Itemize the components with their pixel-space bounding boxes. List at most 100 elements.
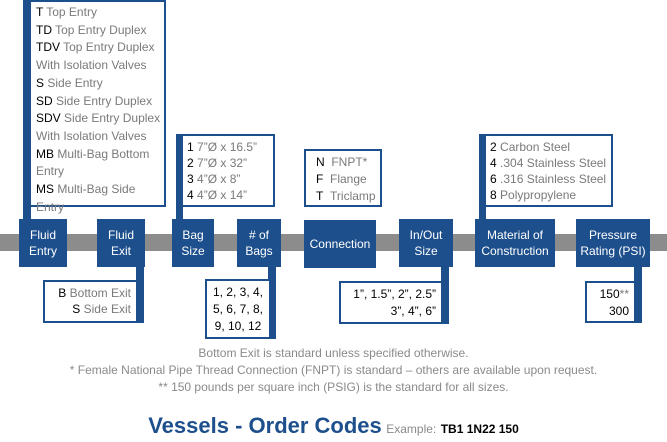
option-row: 300 <box>592 303 629 320</box>
material-stem <box>479 134 486 222</box>
num-bags-stem <box>268 265 276 339</box>
fluid-entry-stem <box>23 0 31 220</box>
category-pressure-label: Pressure Rating (PSI) <box>580 228 646 258</box>
option-description: Carbon Steel <box>500 140 571 154</box>
option-row: MB Multi-Bag Bottom <box>36 146 159 164</box>
inout-size-stem <box>441 265 449 324</box>
option-code: F <box>316 172 324 186</box>
option-row: 2 7”Ø x 32” <box>187 155 268 171</box>
pressure-options: 150** 300 <box>585 281 636 323</box>
option-code: N <box>316 155 325 169</box>
bag-size-options: 1 7”Ø x 16.5”2 7”Ø x 32”3 4”Ø x 8”4 4”Ø … <box>180 134 275 207</box>
option-description: Side Entry Duplex <box>56 93 153 108</box>
option-code: MB <box>36 146 54 161</box>
option-code: 6 <box>490 172 497 186</box>
option-description: Top Entry <box>46 5 97 19</box>
option-row: TDV Top Entry Duplex <box>36 39 159 57</box>
option-code: TDV <box>36 40 60 55</box>
option-row: T Top Entry <box>36 4 159 22</box>
option-row: With Isolation Valves <box>36 57 159 75</box>
pressure-list: 150** 300 <box>592 286 629 320</box>
option-code: SD <box>36 93 53 108</box>
option-row: 3”, 4”, 6” <box>390 304 436 318</box>
footnote-fnpt: * Female National Pipe Thread Connection… <box>69 363 598 377</box>
inout-size-list: 1”, 1.5”, 2”, 2.5” 3”, 4”, 6” <box>346 286 436 320</box>
option-code: 3 <box>187 172 194 186</box>
option-code: SDV <box>36 111 61 126</box>
bag-size-stem <box>176 134 183 222</box>
option-row: N FNPT* <box>316 154 370 171</box>
category-bag-size-label: Bag Size <box>181 228 205 258</box>
option-description: With Isolation Valves <box>36 128 147 143</box>
option-code: 4 <box>490 156 497 170</box>
option-code: S <box>72 302 81 316</box>
option-description: Bottom Exit <box>69 286 131 300</box>
pressure-stem <box>634 265 642 323</box>
option-row: SD Side Entry Duplex <box>36 93 159 111</box>
option-code: TD <box>36 22 52 37</box>
category-fluid-entry-label: Fluid Entry <box>28 228 57 258</box>
page-title: Vessels - Order Codes Example: TB1 1N22 … <box>0 413 667 439</box>
title-example-label: Example: <box>386 422 437 436</box>
option-code: B <box>58 286 67 300</box>
option-description: Side Entry <box>47 75 103 90</box>
category-inout-size: In/Out Size <box>399 219 453 267</box>
option-row: 1 7”Ø x 16.5” <box>187 139 268 155</box>
option-row: 4 .304 Stainless Steel <box>490 155 607 171</box>
option-row: T Triclamp <box>316 188 376 205</box>
option-code: S <box>36 75 45 90</box>
option-code: 8 <box>490 188 497 202</box>
category-bag-size: Bag Size <box>172 219 214 267</box>
option-code: T <box>36 5 44 19</box>
option-row: 1, 2, 3, 4, <box>212 285 264 299</box>
inout-size-options: 1”, 1.5”, 2”, 2.5” 3”, 4”, 6” <box>339 281 443 324</box>
fluid-exit-stem <box>136 265 144 323</box>
option-row: With Isolation Valves <box>36 128 159 146</box>
option-description: Polypropylene <box>500 188 577 202</box>
option-description: FNPT* <box>331 155 368 169</box>
option-description: Entry <box>36 199 65 214</box>
option-row: 2 Carbon Steel <box>490 139 605 155</box>
option-description: 4”Ø x 14” <box>197 188 248 202</box>
option-description: Entry <box>36 164 65 179</box>
option-row: 1”, 1.5”, 2”, 2.5” <box>353 287 436 301</box>
footnote-psig: ** 150 pounds per square inch (PSIG) is … <box>158 380 509 394</box>
option-row: Entry <box>36 199 159 217</box>
option-description: .304 Stainless Steel <box>500 156 607 170</box>
option-row: 4 4”Ø x 14” <box>187 187 268 203</box>
category-inout-size-label: In/Out Size <box>409 228 443 258</box>
category-connection-label: Connection <box>309 237 371 251</box>
option-row: SDV Side Entry Duplex <box>36 110 161 128</box>
category-num-bags-label: # of Bags <box>245 228 273 258</box>
option-code: 2 <box>187 156 194 170</box>
option-description: 4”Ø x 8” <box>197 172 241 186</box>
category-pressure: Pressure Rating (PSI) <box>576 219 650 267</box>
option-row: MS Multi-Bag Side <box>36 181 159 199</box>
option-description: Top Entry Duplex <box>63 40 155 55</box>
category-num-bags: # of Bags <box>237 219 281 267</box>
num-bags-options: 1, 2, 3, 4,5, 6, 7, 8,9, 10, 12 <box>205 279 271 339</box>
title-main: Vessels - Order Codes <box>148 413 382 438</box>
option-description: Triclamp <box>330 189 376 203</box>
option-description: With Isolation Valves <box>36 58 147 73</box>
option-row: 8 Polypropylene <box>490 187 605 203</box>
option-row: B Bottom Exit <box>50 285 131 301</box>
footnote-bottom-exit: Bottom Exit is standard unless specified… <box>198 346 469 360</box>
category-connection: Connection <box>304 220 376 268</box>
option-description: Side Entry Duplex <box>64 111 161 126</box>
option-row: Entry <box>36 163 159 181</box>
pressure-footnote-mark: ** <box>619 287 629 301</box>
option-code: T <box>316 189 324 203</box>
option-row: 5, 6, 7, 8, <box>212 302 264 316</box>
option-row: S Side Entry <box>36 75 159 93</box>
pressure-value: 150 <box>599 287 620 301</box>
option-code: 2 <box>490 140 497 154</box>
option-description: Top Entry Duplex <box>55 22 147 37</box>
option-row: TD Top Entry Duplex <box>36 22 159 40</box>
